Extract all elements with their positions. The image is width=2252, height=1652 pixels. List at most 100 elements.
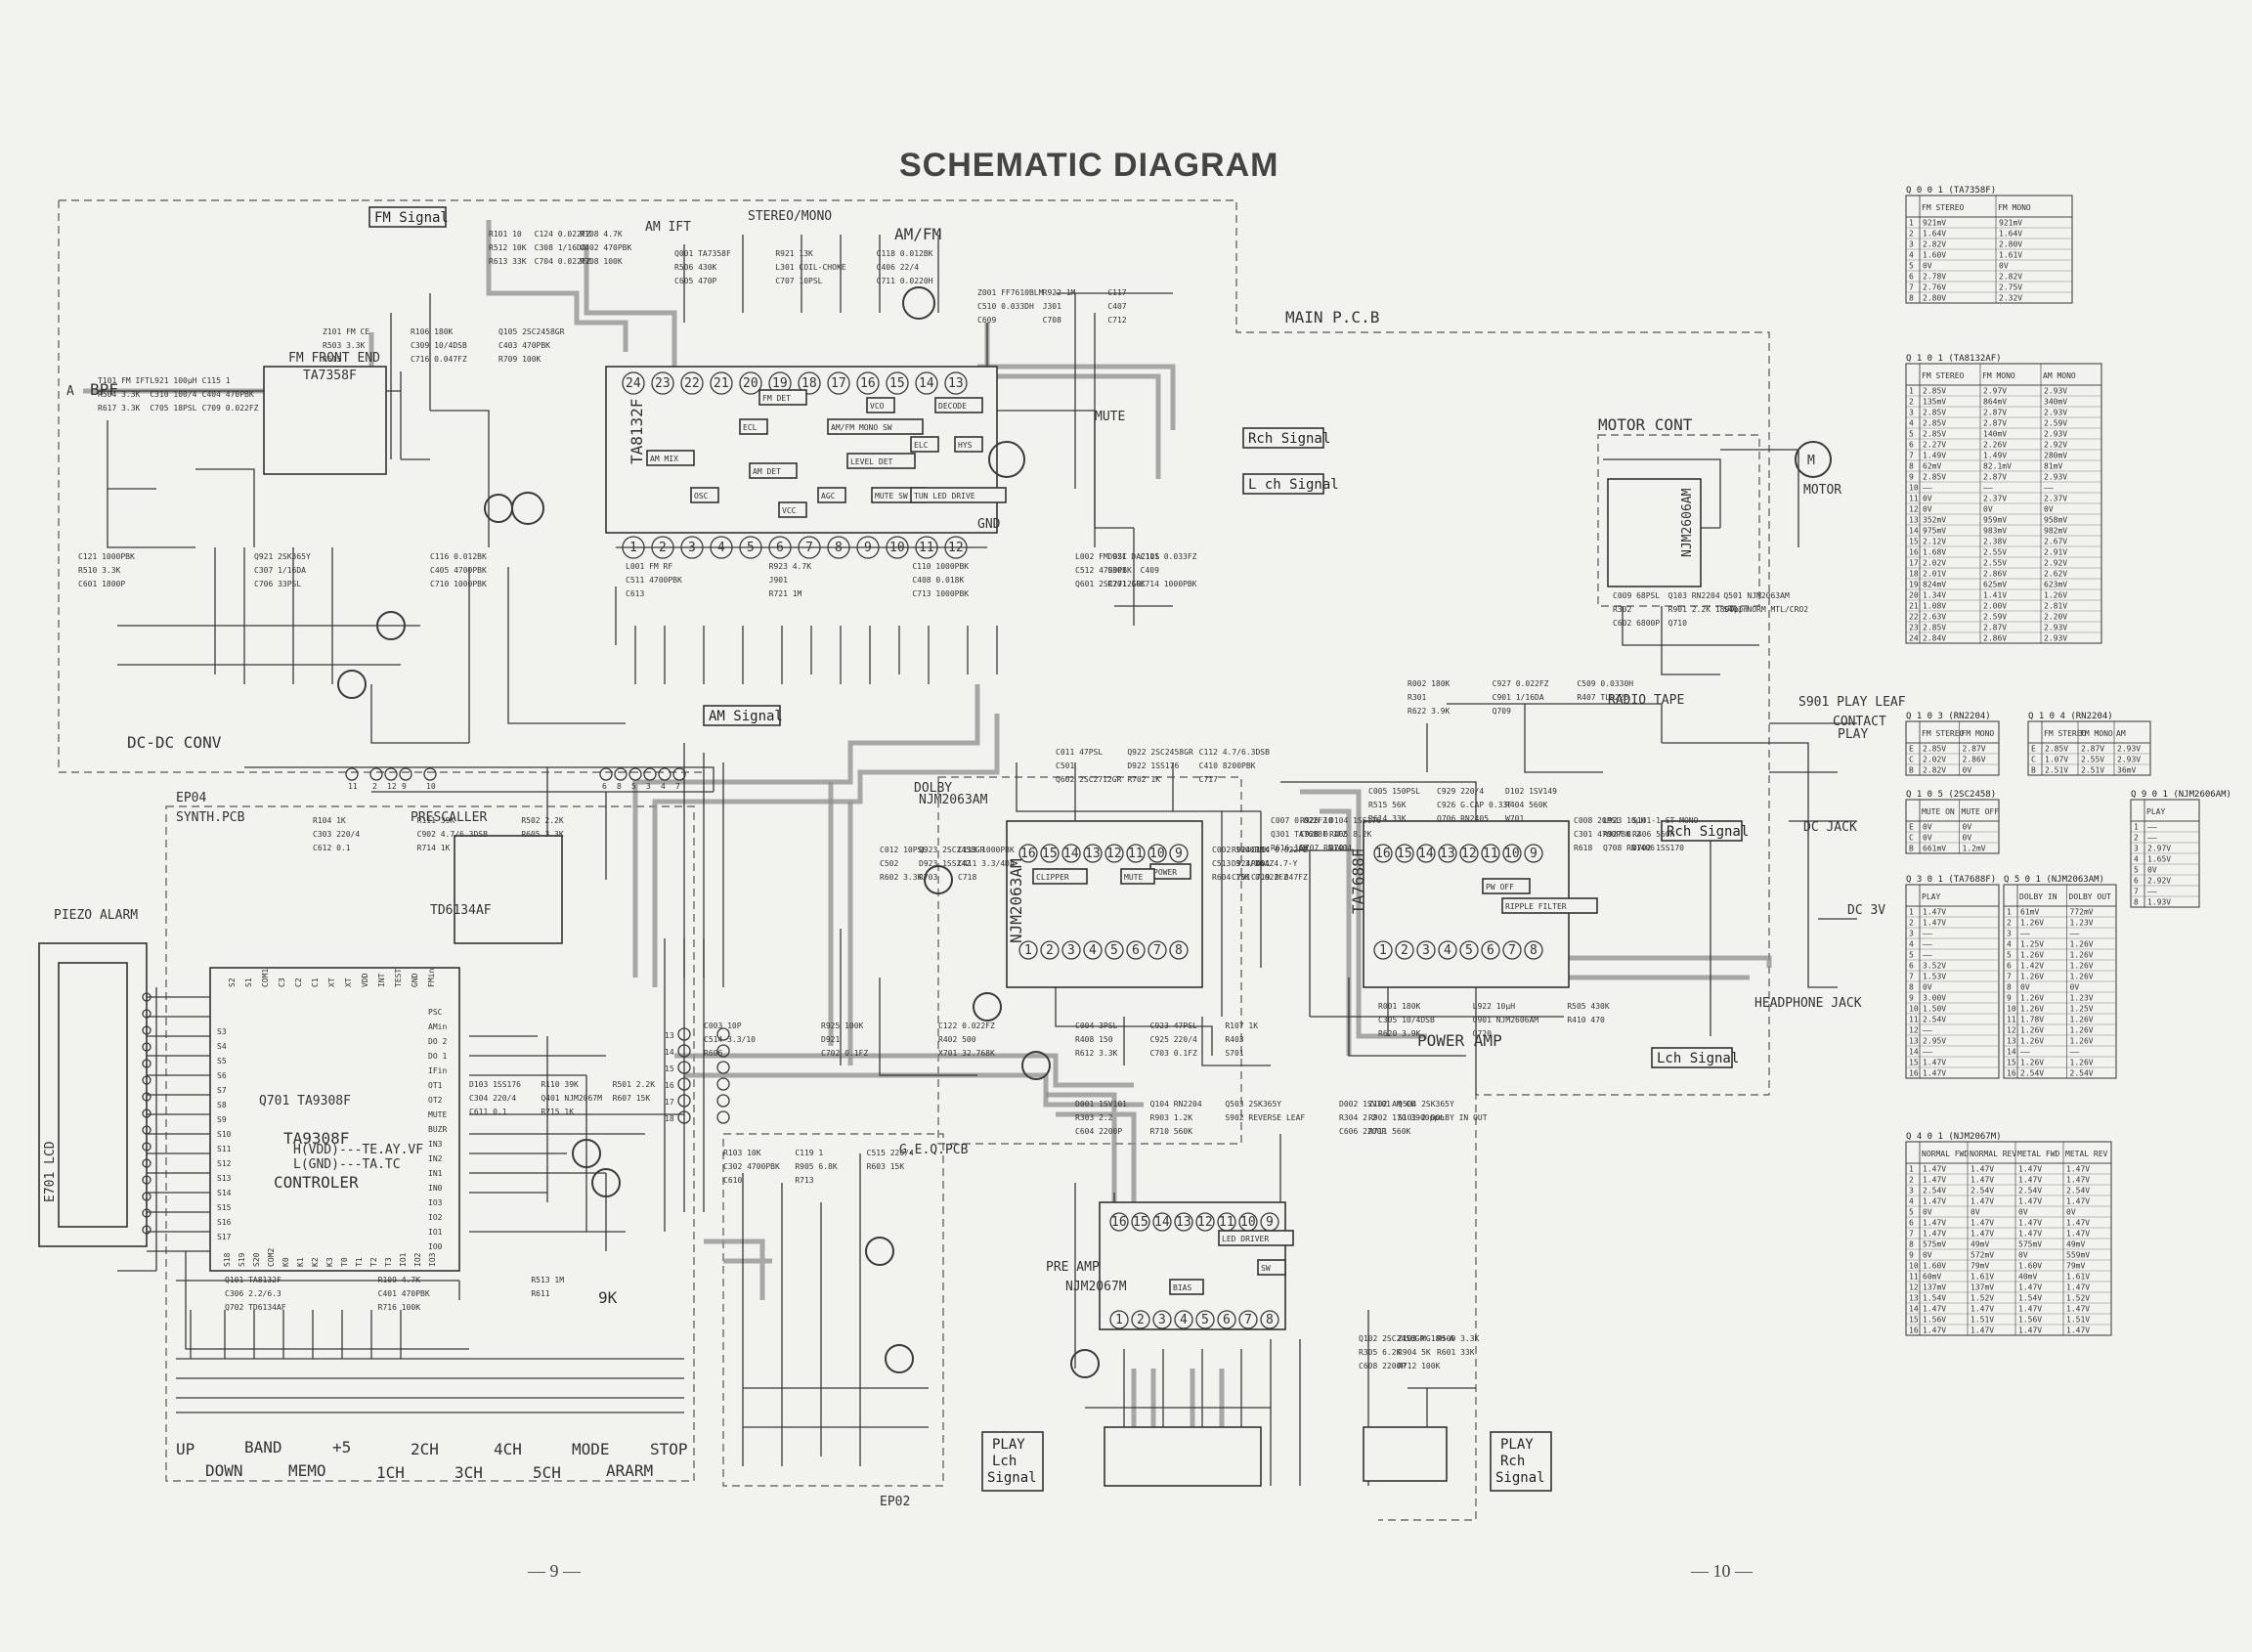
table-cell: 10 <box>1909 1262 1919 1271</box>
table-cell: 1.47V <box>1923 1165 1946 1174</box>
component-label: T101 FM IFT <box>98 376 150 385</box>
controller-pin-left: S9 <box>217 1115 227 1124</box>
component-label: L922 10μH <box>1473 1002 1516 1011</box>
table-cell: 921mV <box>1923 219 1946 228</box>
table-cell: 1.47V <box>1970 1197 1994 1206</box>
ic-pin <box>1459 844 1479 863</box>
controller-pin-top: S2 <box>228 978 237 987</box>
component-label: C411 3.3/4DA <box>958 859 1015 868</box>
headphone-jack-label: HEADPHONE JACK <box>1754 996 1862 1011</box>
table-cell: 864mV <box>1983 398 2007 407</box>
table-cell: 1.47V <box>1970 1230 1994 1239</box>
table-cell: 1.47V <box>2018 1283 2042 1292</box>
controller-pin-bottom: T1 <box>355 1257 364 1267</box>
connector-pin <box>677 1077 691 1091</box>
play-rch-line-1: PLAY <box>1500 1437 1534 1453</box>
table-cell: 2.59V <box>1983 613 2007 622</box>
component-label: C501 <box>1056 761 1074 770</box>
table-cell: 12 <box>1909 1026 1919 1035</box>
table-cell: 1.47V <box>1923 1069 1946 1078</box>
table-cell: 1.47V <box>2066 1197 2090 1206</box>
table-cell: 2.93V <box>2044 634 2067 643</box>
ic-pin-number: 12 <box>1106 847 1122 861</box>
ic-pin <box>1524 844 1543 863</box>
ic-pin-number: 15 <box>889 376 905 391</box>
ic-pin <box>856 536 880 559</box>
ic-pin <box>1481 940 1500 960</box>
controller-pin-right: IN0 <box>428 1184 443 1193</box>
ic-pin-number: 20 <box>743 376 758 391</box>
table-cell: 8 <box>2134 898 2139 907</box>
play-rch-line-3: Signal <box>1495 1470 1545 1486</box>
ic-block-label: BIAS <box>1173 1283 1191 1292</box>
table-cell: 8 <box>2007 983 2012 992</box>
component-label: C308 1/16DA <box>535 243 586 252</box>
table-cell: 0V <box>2070 983 2080 992</box>
controller-pin-top: TEST <box>394 969 403 987</box>
ic-pin <box>1260 1310 1279 1329</box>
table-cell: 1.47V <box>2018 1219 2042 1228</box>
table-cell: C <box>2031 756 2036 764</box>
table-header-cell: FM MONO <box>1962 729 1995 738</box>
controller-pin-bottom: K3 <box>325 1257 334 1267</box>
component-label: J901 <box>769 576 788 585</box>
table-header-cell: FM STEREO <box>1922 371 1965 380</box>
component-label: R515 56K <box>1368 801 1407 809</box>
table-cell: 2.93V <box>2044 624 2067 632</box>
component-label: R605 3.3K <box>521 830 564 839</box>
component-label: Q504 2SK365Y <box>1398 1100 1454 1109</box>
table-header-cell: AM MONO <box>2043 371 2076 380</box>
table-cell: —— <box>2044 484 2054 493</box>
ic-block-label: TUN LED DRIVE <box>914 492 975 500</box>
table-cell: 1.61V <box>2066 1273 2090 1282</box>
component-label: C604 2200P <box>1075 1127 1122 1136</box>
table-cell: 11 <box>2007 1016 2016 1024</box>
table-cell: 81mV <box>2044 462 2062 471</box>
component-label: R613 33K <box>489 257 527 266</box>
table-cell: 20 <box>1909 591 1919 600</box>
lcd-pin <box>142 1009 152 1019</box>
component-label: R607 15K <box>613 1094 651 1103</box>
mute-label: MUTE <box>1095 410 1125 424</box>
component-label: R104 1K <box>313 816 346 825</box>
component-label: C613 <box>626 589 644 598</box>
table-cell: 1.26V <box>2020 919 2044 928</box>
ic-pin-number: 12 <box>948 541 964 555</box>
table-title: Q 4 0 1 (NJM2067M) <box>1906 1132 2002 1142</box>
connector-pin <box>716 1027 730 1041</box>
table-header-cell: PLAY <box>1922 892 1940 901</box>
table-cell: 15 <box>1909 1059 1919 1067</box>
dc3v-label: DC 3V <box>1847 903 1885 918</box>
connector-pin-number: 6 <box>602 782 607 791</box>
controller-pin-bottom: IO1 <box>399 1252 408 1267</box>
table-cell: 2.12V <box>1923 538 1946 546</box>
table-cell: 5 <box>2134 866 2139 875</box>
table-cell: 2.27V <box>1923 441 1946 450</box>
component-label: D103 1SS176 <box>469 1080 521 1089</box>
component-label: C405 4700PBK <box>430 566 487 575</box>
ic-pin <box>944 371 968 395</box>
component-label: C709 0.022FZ <box>202 404 259 413</box>
component-label: C612 0.1 <box>313 844 351 852</box>
table-cell: 1.47V <box>2066 1165 2090 1174</box>
table-cell: 23 <box>1909 624 1919 632</box>
table-cell: 2.54V <box>1923 1016 1946 1024</box>
table-cell: 1 <box>2007 908 2012 917</box>
lcd-pin <box>142 1125 152 1135</box>
table-cell: 1.47V <box>1970 1219 1994 1228</box>
ic-q701-label: Q701 TA9308F <box>259 1094 351 1109</box>
connector-pin <box>369 767 383 781</box>
table-cell: 1.47V <box>1923 908 1946 917</box>
table-cell: C <box>1909 756 1914 764</box>
table-cell: 959mV <box>1983 516 2007 525</box>
component-label: C718 <box>958 873 976 882</box>
ic-pin-number: 3 <box>1422 943 1430 958</box>
component-label: R924 1K <box>1232 846 1265 854</box>
table-header-cell: FM MONO <box>1982 371 2015 380</box>
lcd-pin <box>142 1142 152 1152</box>
controler-label: CONTROLER <box>274 1173 359 1192</box>
controller-pin-right: DO 2 <box>428 1037 447 1046</box>
component-label: R716 100K <box>378 1303 421 1312</box>
table-cell: 1.47V <box>1970 1176 1994 1185</box>
ic-pin <box>827 371 850 395</box>
